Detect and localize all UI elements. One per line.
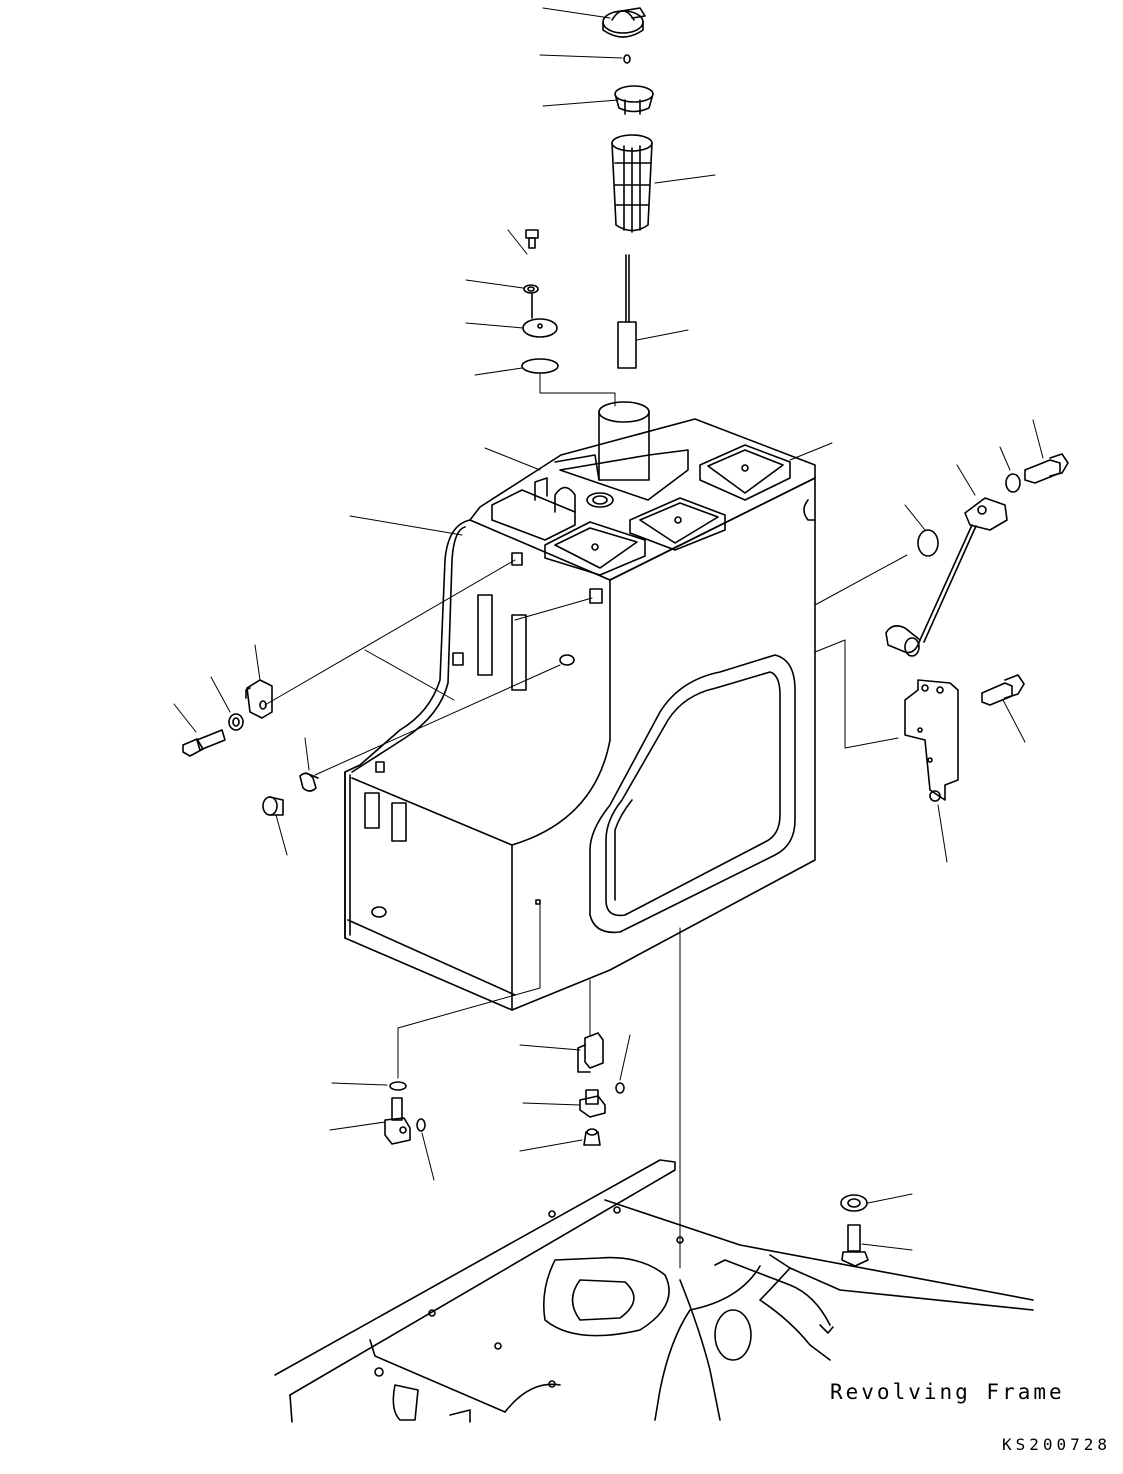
o-ring[interactable] [521, 358, 559, 374]
leader-line [173, 703, 197, 733]
leader-line [507, 229, 528, 255]
float-washer[interactable] [1005, 473, 1021, 493]
leader-line [789, 442, 833, 461]
leader-line [1032, 419, 1044, 459]
elbow-bracket[interactable] [577, 1032, 604, 1073]
frame-bolt[interactable] [841, 1224, 869, 1267]
leader-line [465, 279, 524, 289]
hose-clip[interactable] [299, 772, 319, 792]
leader-line [210, 676, 231, 713]
leader-line [814, 554, 908, 606]
leader-line [331, 1082, 388, 1086]
leader-line [999, 446, 1011, 471]
leader-line [397, 904, 541, 1079]
leader-line [275, 814, 288, 856]
leader-line [264, 559, 516, 706]
leader-line [329, 1121, 386, 1131]
leader-line [484, 447, 541, 471]
leader-line [619, 1034, 631, 1081]
leader-line [539, 372, 616, 407]
cover-washer[interactable] [523, 284, 539, 294]
o-ring-small[interactable] [615, 1082, 625, 1094]
leader-line [519, 1139, 583, 1152]
float-bolt[interactable] [1024, 453, 1069, 484]
cover-bolt[interactable] [525, 229, 539, 249]
leader-line [522, 1102, 581, 1106]
leader-line [654, 174, 716, 184]
mounting-bracket[interactable] [904, 679, 959, 802]
plug-fitting[interactable] [583, 1128, 601, 1146]
plug-cap[interactable] [262, 796, 284, 816]
drain-ring[interactable] [416, 1118, 426, 1132]
leader-line [636, 329, 689, 341]
leader-line [314, 664, 561, 776]
hydraulic-tank[interactable] [344, 401, 816, 1011]
leader-line [519, 1044, 581, 1051]
leader-line [867, 1193, 913, 1204]
leader-line [349, 515, 463, 536]
leader-line [465, 322, 524, 329]
bracket-bolt[interactable] [981, 674, 1025, 706]
cap-ring[interactable] [614, 85, 654, 115]
frame-label: Revolving Frame [830, 1380, 1065, 1404]
leader-line [474, 367, 523, 376]
leader-line [814, 639, 899, 749]
elbow-fitting[interactable] [579, 1089, 606, 1118]
level-gauge-float[interactable] [917, 529, 939, 557]
leader-line [542, 99, 619, 107]
leader-line [1002, 699, 1026, 743]
leader-line [904, 504, 926, 531]
leader-line [937, 804, 948, 863]
float-switch[interactable] [885, 497, 1008, 657]
strainer[interactable] [611, 134, 653, 233]
clamp-bracket[interactable] [245, 679, 273, 719]
cover-plate[interactable] [522, 293, 558, 338]
leader-line [514, 597, 593, 621]
leader-line [861, 1243, 913, 1251]
drain-valve[interactable] [384, 1097, 411, 1145]
clamp-bolt[interactable] [182, 729, 226, 757]
drain-o-ring[interactable] [389, 1081, 407, 1091]
leader-line [254, 644, 261, 681]
clamp-washer[interactable] [228, 713, 244, 731]
small-pin[interactable] [623, 54, 631, 64]
frame-washer[interactable] [840, 1194, 868, 1212]
leader-line [542, 7, 611, 19]
leader-line [539, 54, 623, 59]
dipstick[interactable] [617, 254, 637, 369]
leader-line [421, 1132, 435, 1181]
leader-line [364, 649, 455, 701]
leader-line [956, 464, 976, 496]
filler-cap[interactable] [602, 7, 646, 38]
drawing-code: KS200728 [1002, 1435, 1112, 1454]
leader-line [304, 737, 310, 771]
revolving-frame [274, 1159, 1034, 1423]
